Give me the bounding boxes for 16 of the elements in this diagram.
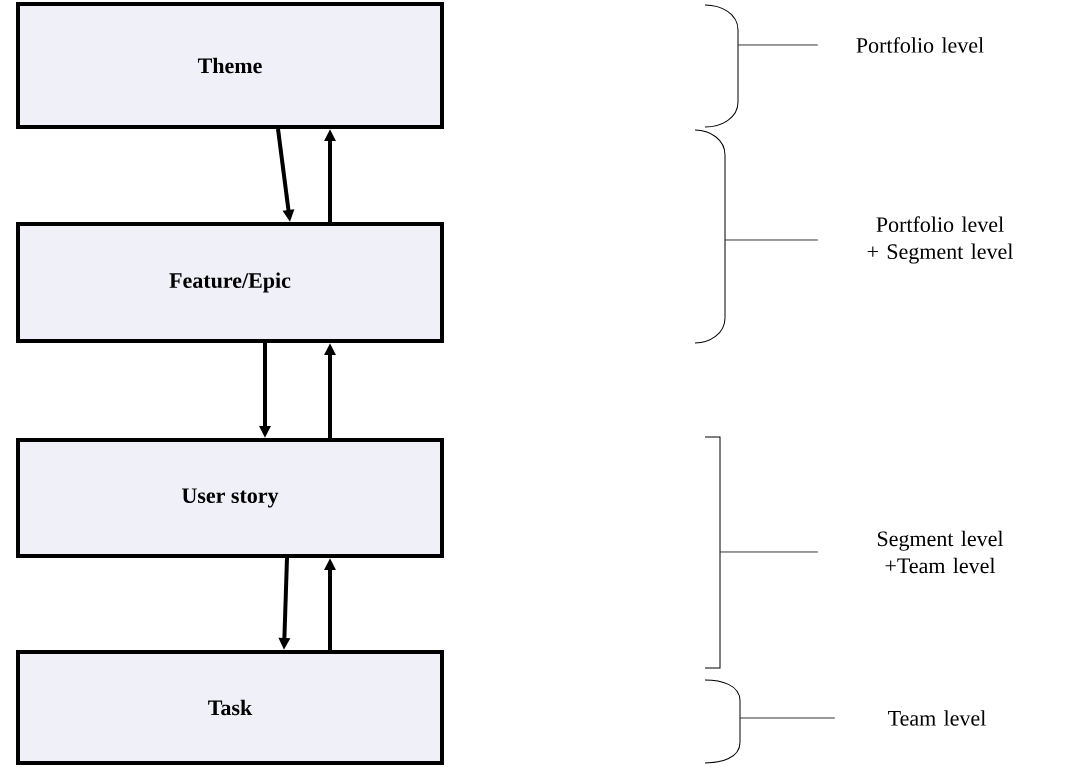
process-box: User story xyxy=(16,438,444,558)
level-label: Team level xyxy=(888,710,986,726)
bracket xyxy=(694,129,726,344)
process-box: Theme xyxy=(16,2,444,129)
bracket xyxy=(704,436,721,669)
leader-line xyxy=(724,239,819,241)
leader-line xyxy=(719,551,819,553)
level-label: Segment level +Team level xyxy=(877,530,1004,574)
bracket xyxy=(704,4,739,128)
leader-line xyxy=(739,717,836,719)
process-box: Feature/Epic xyxy=(16,222,444,343)
bracket xyxy=(704,679,741,764)
leader-line xyxy=(737,44,819,46)
process-box: Task xyxy=(16,650,444,765)
level-label: Portfolio level + Segment level xyxy=(867,216,1013,264)
level-label: Portfolio level xyxy=(856,37,984,53)
